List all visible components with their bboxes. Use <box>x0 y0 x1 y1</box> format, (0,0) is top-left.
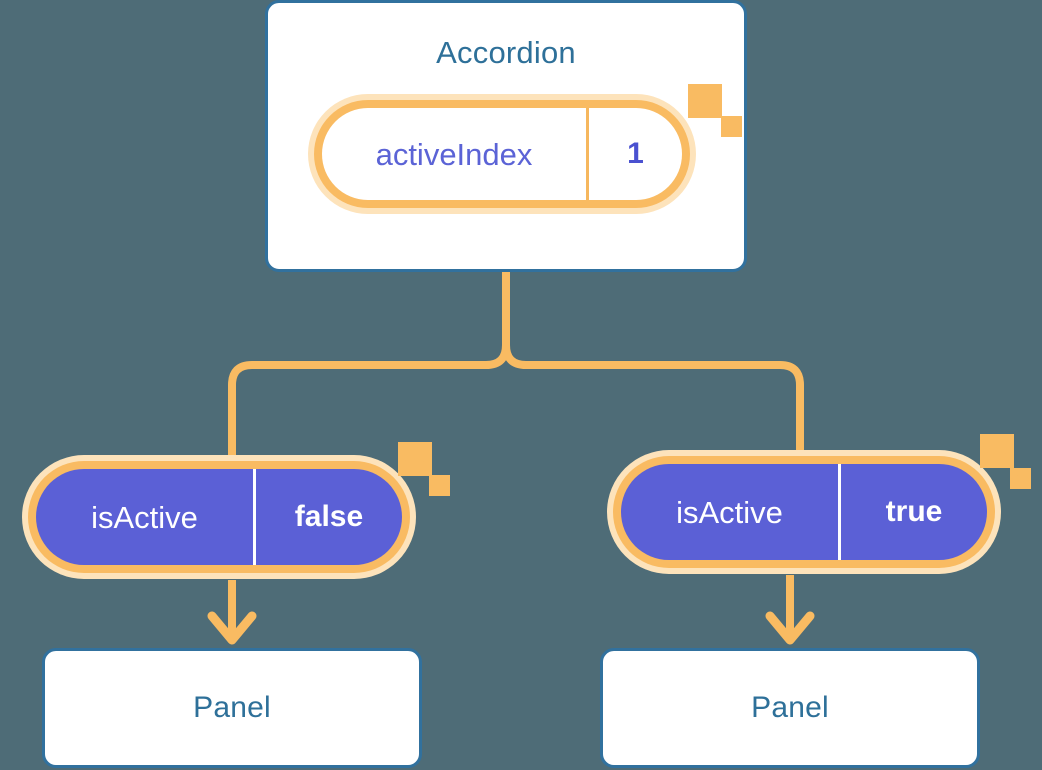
sparkle-four-point-star-icon <box>980 434 1014 468</box>
panel-title: Panel <box>193 691 271 724</box>
page-title: Accordion <box>436 35 576 70</box>
sparkle-four-point-star-small-icon <box>429 475 450 496</box>
panel-title: Panel <box>751 691 829 724</box>
prop-key-label: isActive <box>621 464 841 560</box>
branch-connector-icon <box>228 268 510 484</box>
pill-body: isActive false <box>36 469 402 565</box>
prop-pill-isactive-left[interactable]: isActive false <box>22 455 416 579</box>
branch-connector-icon <box>502 268 804 482</box>
prop-pill-isactive-right[interactable]: isActive true <box>607 450 1001 574</box>
prop-key-label: activeIndex <box>322 108 589 200</box>
arrow-down-icon <box>207 611 257 645</box>
pill-body: activeIndex 1 <box>322 108 682 200</box>
prop-key-label: isActive <box>36 469 256 565</box>
panel-component-card-right[interactable]: Panel <box>600 648 980 768</box>
pill-body: isActive true <box>621 464 987 560</box>
sparkle-four-point-star-icon <box>398 442 432 476</box>
prop-value-label: 1 <box>627 137 644 170</box>
prop-pill-activeindex[interactable]: activeIndex 1 <box>308 94 696 214</box>
arrow-down-icon <box>765 611 815 645</box>
panel-component-card-left[interactable]: Panel <box>42 648 422 768</box>
prop-value-label: true <box>885 495 943 528</box>
sparkle-four-point-star-small-icon <box>1010 468 1031 489</box>
prop-value-label: false <box>294 500 364 533</box>
